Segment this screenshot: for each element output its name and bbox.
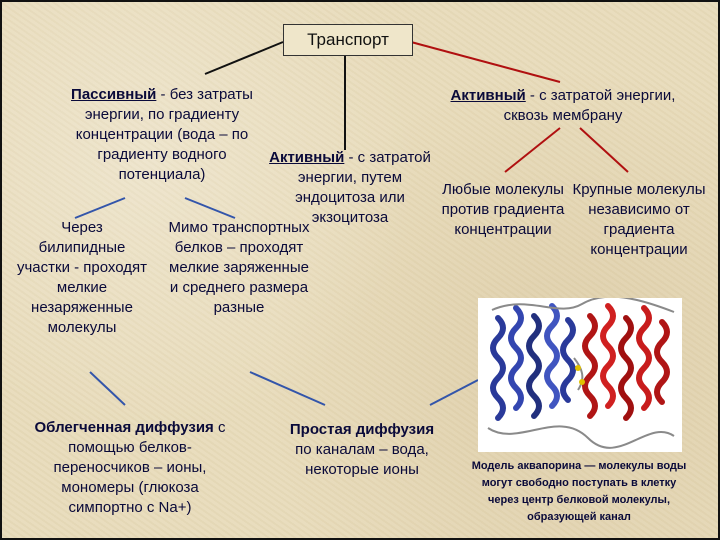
facilitated-rest: с помощью белков-переносчиков – ионы, мо… (53, 419, 226, 516)
line-bilipid-facilitated (89, 371, 126, 406)
bypass-text: Мимо транспортных белков – проходят мелк… (168, 219, 310, 316)
active-right-rest: - с затратой энергии, сквозь мембрану (503, 87, 676, 124)
bilipid-text: Через билипидные участки - проходят мелк… (16, 219, 148, 336)
line-protein (429, 379, 479, 406)
passive-text: Пассивный - без затраты энергии, по град… (52, 85, 272, 185)
facilitated-head: Облегченная диффузия (34, 419, 214, 436)
line-active-any (504, 127, 561, 173)
facilitated-text: Облегченная диффузия с помощью белков-пе… (30, 418, 230, 518)
active-middle-rest: - с затратой энергии, путем эндоцитоза и… (295, 149, 431, 226)
aquaporin-figure (478, 295, 682, 452)
line-passive-bypass (184, 197, 236, 219)
line-active-large (579, 127, 629, 173)
active-right-text: Активный - с затратой энергии, сквозь ме… (448, 86, 678, 126)
line-title-passive (204, 41, 284, 75)
simple-rest: по каналам – вода, некоторые ионы (295, 441, 429, 478)
title-box: Транспорт (283, 24, 413, 56)
active-right-head: Активный (450, 87, 526, 104)
line-title-active-right (410, 41, 561, 83)
any-molecules-text: Любые молекулы против градиента концентр… (441, 181, 565, 238)
large-molecules-text: Крупные молекулы независимо от градиента… (572, 181, 706, 258)
simple-text: Простая диффузия по каналам – вода, неко… (288, 420, 436, 480)
line-bypass-simple (249, 371, 326, 406)
line-passive-bilipid (74, 197, 126, 219)
active-middle-text: Активный - с затратой энергии, путем энд… (266, 148, 434, 228)
active-middle-head: Активный (269, 149, 345, 166)
passive-rest: - без затраты энергии, по градиенту конц… (75, 86, 253, 183)
simple-head: Простая диффузия (289, 421, 435, 438)
aquaporin-model-image (487, 295, 675, 449)
aquaporin-caption: Модель аквапорина — молекулы воды могут … (471, 460, 687, 523)
passive-head: Пассивный (71, 86, 157, 103)
